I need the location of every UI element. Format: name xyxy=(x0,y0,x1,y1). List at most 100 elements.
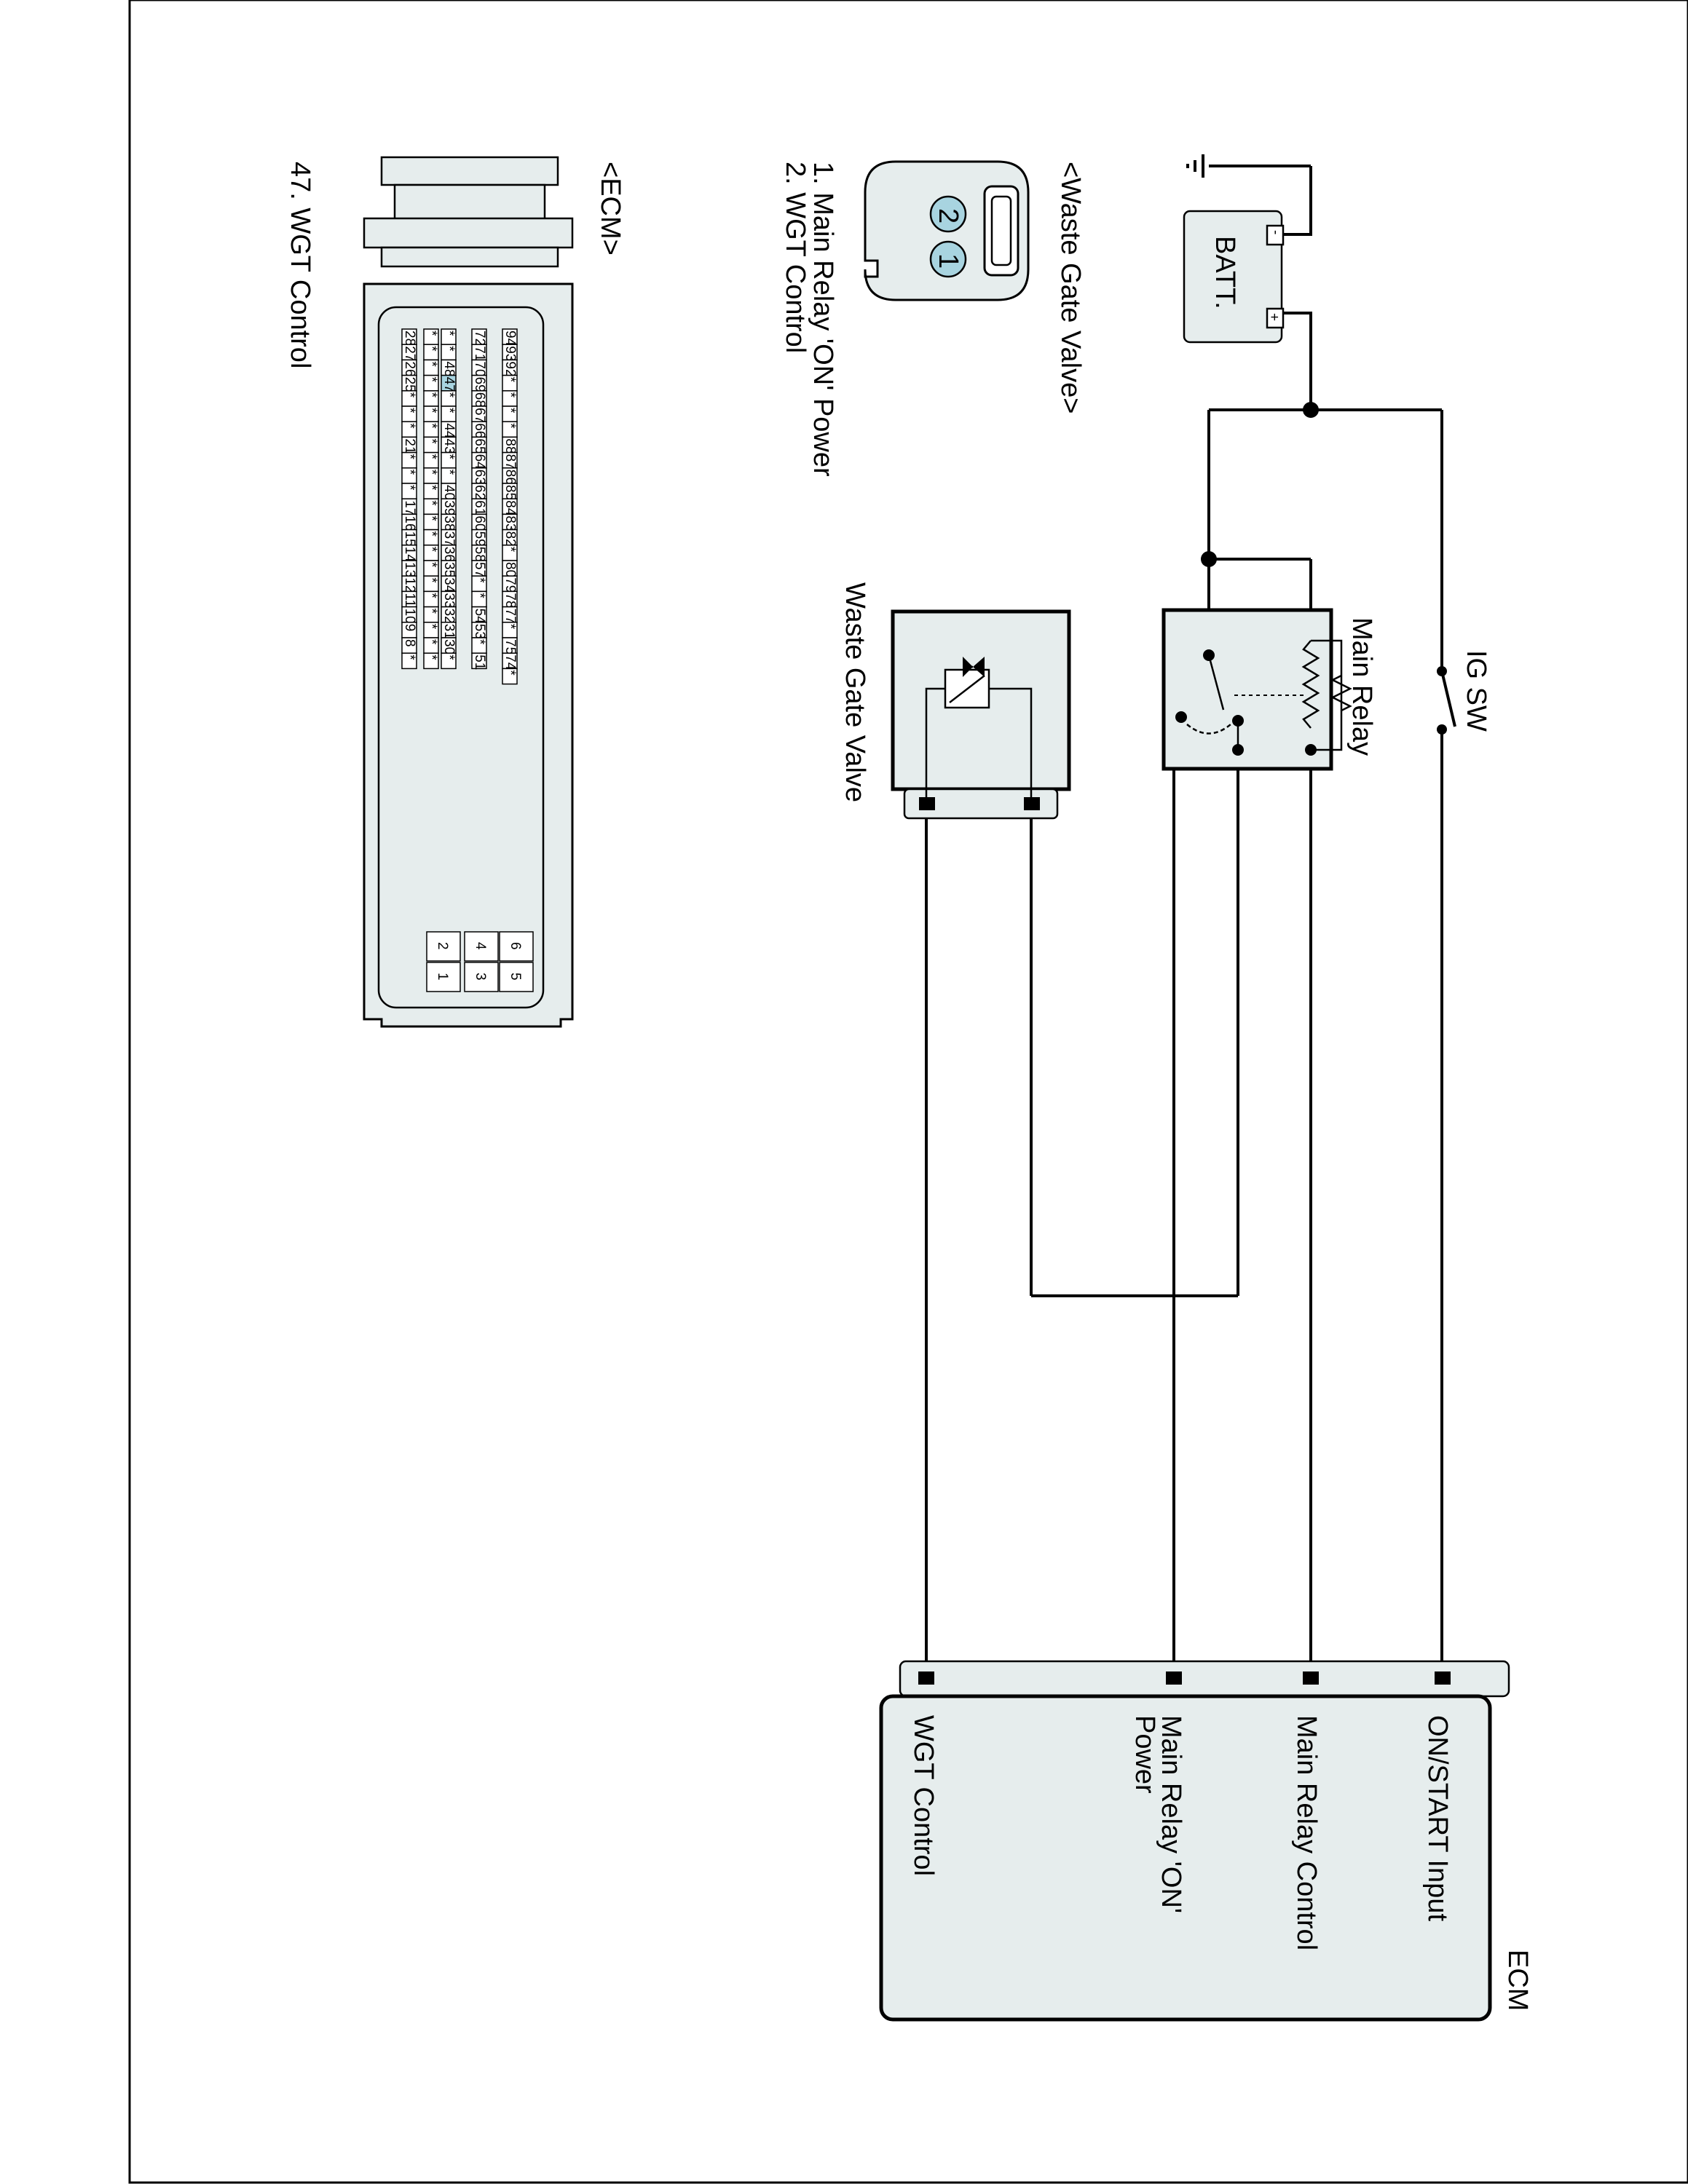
ecm-pin-label: * xyxy=(424,609,439,614)
ecm-pin-label: 62 xyxy=(472,485,487,500)
ig-sw-label: IG SW xyxy=(1461,650,1491,732)
ecm-pin-label: * xyxy=(424,331,439,336)
ecm-small-pin-cell xyxy=(499,962,534,992)
ecm-pin-label: 47 xyxy=(441,377,457,392)
ecm-pin-label: * xyxy=(502,670,518,676)
ecm-pin-label: 33 xyxy=(441,593,457,608)
ecm-pin-label: * xyxy=(424,470,439,475)
ecm-pin-label: * xyxy=(402,408,417,414)
ecm-pin-label: * xyxy=(402,470,417,475)
ecm-pin-label: 66 xyxy=(472,423,487,438)
ecm-pin-label: * xyxy=(502,392,518,398)
ecm-pin-label: 34 xyxy=(441,577,457,593)
ecm-pin-label: 87 xyxy=(502,454,518,470)
ecm-pin-label: 88 xyxy=(502,438,518,454)
ecm-pin-label: 12 xyxy=(402,577,417,593)
ecm-pin-label: 86 xyxy=(502,470,518,485)
ecm-pin-label: 82 xyxy=(502,531,518,547)
ecm-pin-label: * xyxy=(424,361,439,367)
ecm-pin-label: 27 xyxy=(402,346,417,361)
ecm-pin-label: * xyxy=(472,577,487,583)
ecm-pin-label: * xyxy=(441,470,457,475)
ecm-pin-cell xyxy=(423,652,439,670)
ecm-pin-label: * xyxy=(502,547,518,553)
ecm-pin-label: 39 xyxy=(441,500,457,515)
ecm-pin-label: 67 xyxy=(472,408,487,423)
ecm-pin-label: * xyxy=(424,454,439,460)
ecm-pin-label: 53 xyxy=(472,624,487,639)
ecm-pin-label: * xyxy=(424,500,439,506)
ecm-pin-label: * xyxy=(424,624,439,630)
battery-plus: + xyxy=(1266,313,1282,321)
wgv-connector-title: <Waste Gate Valve> xyxy=(1055,162,1086,414)
ecm-connector-title: <ECM> xyxy=(595,162,626,256)
ecm-pin-label: * xyxy=(441,654,457,660)
ecm-pin-label: 64 xyxy=(472,454,487,470)
ecm-pin-label: 40 xyxy=(441,485,457,500)
ecm-pin-label: 14 xyxy=(402,547,417,563)
main-relay: Main Relay xyxy=(1162,608,1377,771)
ecm-pin-cell xyxy=(401,652,417,670)
ecm-pin-label: 80 xyxy=(502,562,518,577)
ecm-pin-label: * xyxy=(424,515,439,521)
ecm-pin-wgt-control: WGT Control xyxy=(908,1715,939,1876)
ecm-small-pin-cell xyxy=(464,962,499,992)
ecm-pin-label: 38 xyxy=(441,515,457,531)
battery-label: BATT. xyxy=(1210,236,1240,309)
ecm-pin-label: * xyxy=(441,331,457,336)
ecm-pin-label: * xyxy=(502,624,518,630)
ecm-small-pin-label: 5 xyxy=(508,973,523,981)
ecm-pin-label: 94 xyxy=(502,331,518,347)
ecm-pin-label: 69 xyxy=(472,377,487,392)
waste-gate-valve: Waste Gate Valve xyxy=(840,582,1071,820)
ecm-pin-label: 59 xyxy=(472,531,487,547)
ecm-small-pin-label: 1 xyxy=(435,973,450,981)
ecm-pin-label: 71 xyxy=(472,346,487,361)
ecm-pin-label: 54 xyxy=(472,609,487,625)
ecm-small-pin-label: 2 xyxy=(435,942,450,950)
ecm-pin-label: * xyxy=(472,593,487,598)
ecm-pin-label: 92 xyxy=(502,361,518,376)
ecm-pin-label: * xyxy=(424,547,439,553)
wgv-label: Waste Gate Valve xyxy=(840,582,870,802)
ecm-title: ECM xyxy=(1502,1950,1533,2011)
ecm-pin-label: * xyxy=(402,392,417,398)
ecm-pin-label: * xyxy=(441,408,457,414)
ecm-pin-label: 83 xyxy=(502,515,518,531)
ecm-pin-label: 51 xyxy=(472,654,487,670)
ecm-pin-label: * xyxy=(402,654,417,660)
ecm-pin-label: 72 xyxy=(472,331,487,346)
wgv-connector-view: <Waste Gate Valve> 1. Main Relay 'ON' Po… xyxy=(780,160,1086,477)
ecm-pin-label: 10 xyxy=(402,609,417,624)
ecm-pin-label: * xyxy=(402,423,417,429)
ecm-pin-label: 70 xyxy=(472,361,487,376)
ecm-pin-label: * xyxy=(502,408,518,414)
ecm-pin-label: * xyxy=(424,593,439,598)
ecm-pin-label: * xyxy=(441,392,457,398)
ecm-pin-label: 30 xyxy=(441,639,457,654)
main-relay-label: Main Relay xyxy=(1346,617,1377,756)
ecm-pin-label: * xyxy=(424,408,439,414)
ecm-pin-label: * xyxy=(502,423,518,429)
ecm-pin-label: 60 xyxy=(472,515,487,531)
ecm-pin-label: * xyxy=(424,423,439,429)
ecm-pin-label: 37 xyxy=(441,531,457,547)
ecm-connector-view: <ECM> 47. WGT Control 949392****88878685… xyxy=(285,156,626,1028)
battery: BATT. - + xyxy=(1183,210,1285,344)
ecm-pin-label: * xyxy=(472,639,487,645)
ecm-pin-label: 9 xyxy=(402,624,417,632)
ecm-pin-label: 44 xyxy=(441,423,457,439)
ecm-pin-label: 13 xyxy=(402,562,417,577)
ecm-pin-label: 8 xyxy=(402,639,417,647)
ecm-pin-label: 21 xyxy=(402,438,417,454)
ecm-pin-label: 31 xyxy=(441,624,457,639)
ecm-pin-label: 28 xyxy=(402,331,417,346)
ecm-pin-label: 17 xyxy=(402,500,417,515)
ecm-pin-label: 57 xyxy=(472,562,487,577)
ecm-small-pin-cell xyxy=(426,931,461,962)
ecm-pin-label: 16 xyxy=(402,515,417,531)
ecm-pin-label: 43 xyxy=(441,438,457,454)
battery-minus: - xyxy=(1268,230,1283,234)
